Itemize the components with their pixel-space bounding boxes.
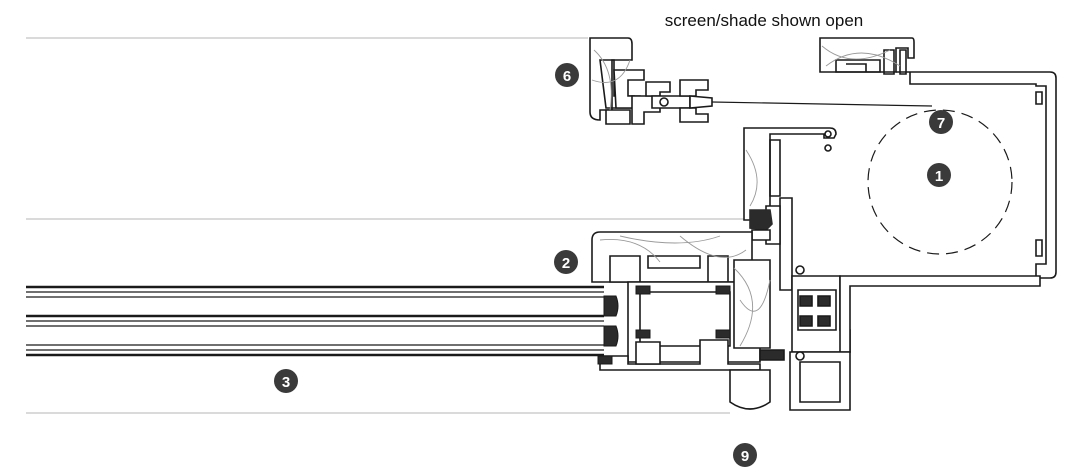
- caption-text: screen/shade shown open: [665, 11, 863, 30]
- callout-9-label: 9: [741, 448, 749, 465]
- head-frame: [743, 127, 837, 291]
- head-gasket: [749, 209, 773, 231]
- callout-1: 1: [927, 163, 951, 187]
- shade-roll-circle: [867, 109, 1013, 255]
- outer-frame: [789, 265, 1041, 411]
- callout-3: 3: [274, 369, 298, 393]
- section-hatch: [591, 45, 901, 347]
- shade-housing: [589, 37, 1057, 279]
- callout-6-label: 6: [563, 68, 571, 85]
- callout-9: 9: [733, 443, 757, 467]
- callout-6: 6: [555, 63, 579, 87]
- sash-gaskets: [597, 285, 731, 365]
- callout-7: 7: [929, 110, 953, 134]
- sash-frame: [591, 231, 785, 410]
- callout-2: 2: [554, 250, 578, 274]
- callout-7-label: 7: [937, 115, 945, 132]
- glass-spacers: [603, 295, 619, 347]
- callout-3-label: 3: [282, 374, 290, 391]
- callout-2-label: 2: [562, 255, 570, 272]
- guide-lines: [26, 37, 752, 414]
- callout-1-label: 1: [935, 168, 943, 185]
- glass-unit: [26, 285, 604, 357]
